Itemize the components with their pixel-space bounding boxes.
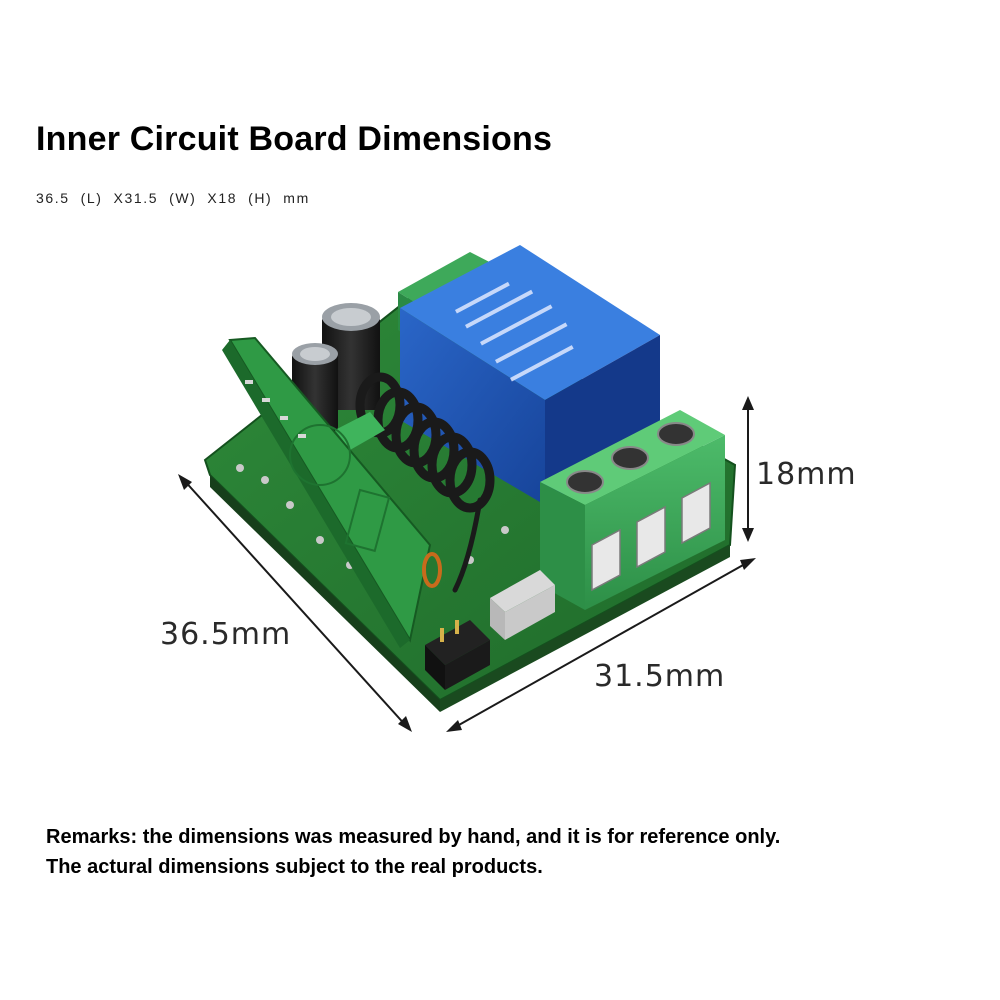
remarks-note: Remarks: the dimensions was measured by …	[46, 822, 780, 882]
relay-module	[400, 245, 660, 505]
jumper-header	[425, 620, 490, 690]
remarks-line-1: Remarks: the dimensions was measured by …	[46, 826, 781, 848]
width-label: 31.5mm	[594, 659, 725, 694]
page-title: Inner Circuit Board Dimensions	[36, 120, 553, 158]
screw-terminal-block	[540, 410, 725, 610]
coil-antenna	[355, 372, 495, 593]
height-label: 18mm	[756, 457, 857, 492]
receiver-module	[222, 336, 442, 648]
dimension-arrows	[178, 396, 756, 732]
capacitors	[292, 303, 380, 432]
dimension-summary: 36.5 (L) X31.5 (W) X18 (H) mm	[36, 190, 310, 206]
length-label: 36.5mm	[160, 617, 291, 652]
push-button-switch	[490, 570, 555, 640]
remarks-line-2: The actural dimensions subject to the re…	[46, 856, 543, 878]
